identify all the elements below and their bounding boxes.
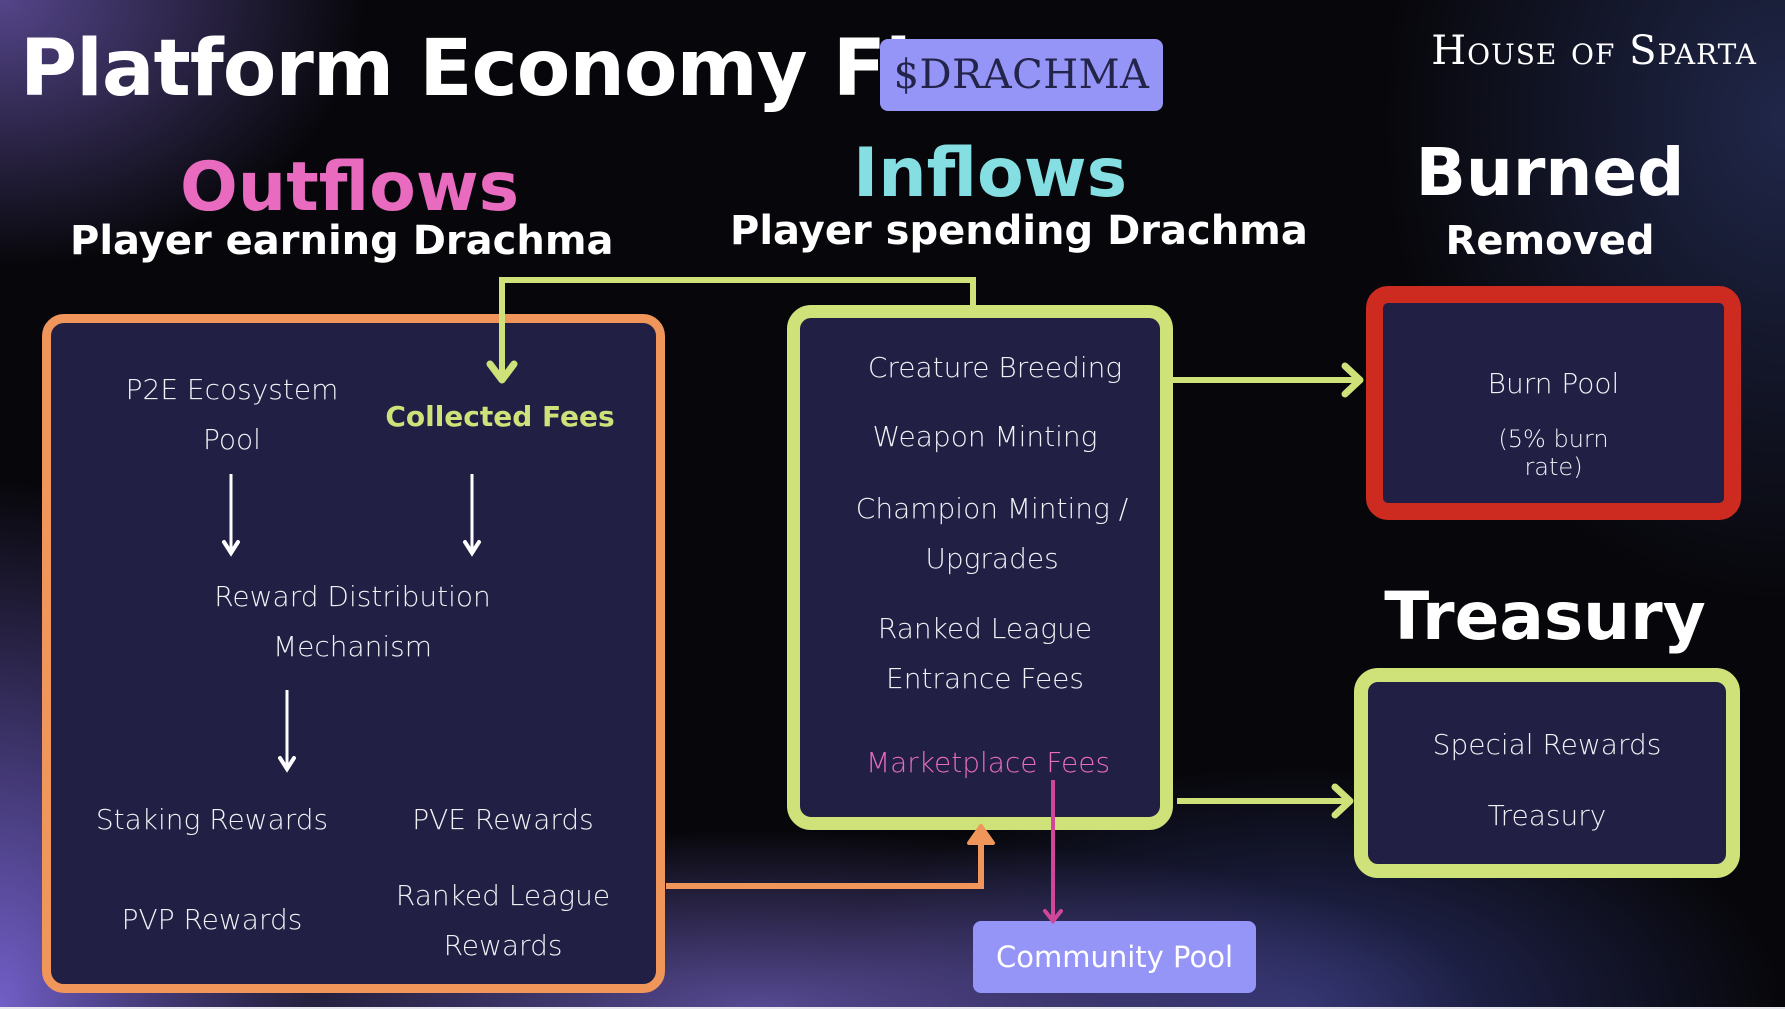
- ranked-rewards-line1: Ranked League: [395, 879, 611, 912]
- entrance-line2: Entrance Fees: [886, 662, 1084, 695]
- treasury-item: Treasury: [1487, 799, 1607, 832]
- p2e-line1: P2E Ecosystem: [125, 373, 339, 406]
- mechanism-line1: Reward Distribution: [214, 580, 491, 613]
- reward-distribution-mechanism: Reward Distribution Mechanism: [200, 572, 505, 672]
- outflows-subheading: Player earning Drachma: [70, 218, 614, 264]
- marketplace-fees: Marketplace Fees: [865, 746, 1111, 779]
- burned-subheading: Removed: [1445, 218, 1655, 264]
- ranked-league-rewards: Ranked League Rewards: [378, 871, 628, 971]
- brand-logo-text: House of Sparta: [1431, 28, 1757, 74]
- ranked-league-entrance-fees: Ranked League Entrance Fees: [820, 604, 1150, 704]
- p2e-ecosystem-pool: P2E Ecosystem Pool: [112, 365, 352, 465]
- treasury-box: [1354, 668, 1740, 878]
- inflows-box: [787, 305, 1173, 830]
- burn-note-line2: rate): [1524, 453, 1583, 481]
- pve-rewards: PVE Rewards: [412, 803, 594, 836]
- page-title: Platform Economy Flow: [20, 24, 1035, 114]
- champion-line2: Upgrades: [925, 542, 1059, 575]
- token-badge: $DRACHMA: [880, 39, 1163, 111]
- special-rewards: Special Rewards: [1432, 728, 1662, 761]
- creature-breeding: Creature Breeding: [867, 351, 1123, 384]
- bottom-edge: [0, 1007, 1785, 1009]
- burn-pool-label: Burn Pool: [1487, 367, 1620, 400]
- ranked-rewards-line2: Rewards: [443, 929, 563, 962]
- champion-minting-upgrades: Champion Minting / Upgrades: [827, 484, 1157, 584]
- p2e-line2: Pool: [203, 423, 261, 456]
- burn-note-line1: (5% burn: [1498, 425, 1609, 453]
- treasury-heading: Treasury: [1384, 578, 1706, 655]
- burn-pool-box: [1366, 286, 1741, 520]
- collected-fees: Collected Fees: [385, 400, 615, 433]
- community-pool-label: Community Pool: [995, 940, 1234, 974]
- champion-line1: Champion Minting /: [855, 492, 1129, 525]
- burn-rate-note: (5% burn rate): [1383, 425, 1724, 481]
- weapon-minting: Weapon Minting: [872, 420, 1098, 453]
- outflows-heading: Outflows: [180, 148, 520, 227]
- staking-rewards: Staking Rewards: [95, 803, 329, 836]
- outflows-box: [42, 314, 665, 993]
- entrance-line1: Ranked League: [877, 612, 1093, 645]
- pvp-rewards: PVP Rewards: [121, 903, 303, 936]
- inflows-subheading: Player spending Drachma: [730, 208, 1308, 254]
- inflows-heading: Inflows: [852, 134, 1128, 213]
- community-pool-box: Community Pool: [973, 921, 1256, 993]
- burned-heading: Burned: [1415, 134, 1685, 211]
- mechanism-line2: Mechanism: [272, 630, 433, 663]
